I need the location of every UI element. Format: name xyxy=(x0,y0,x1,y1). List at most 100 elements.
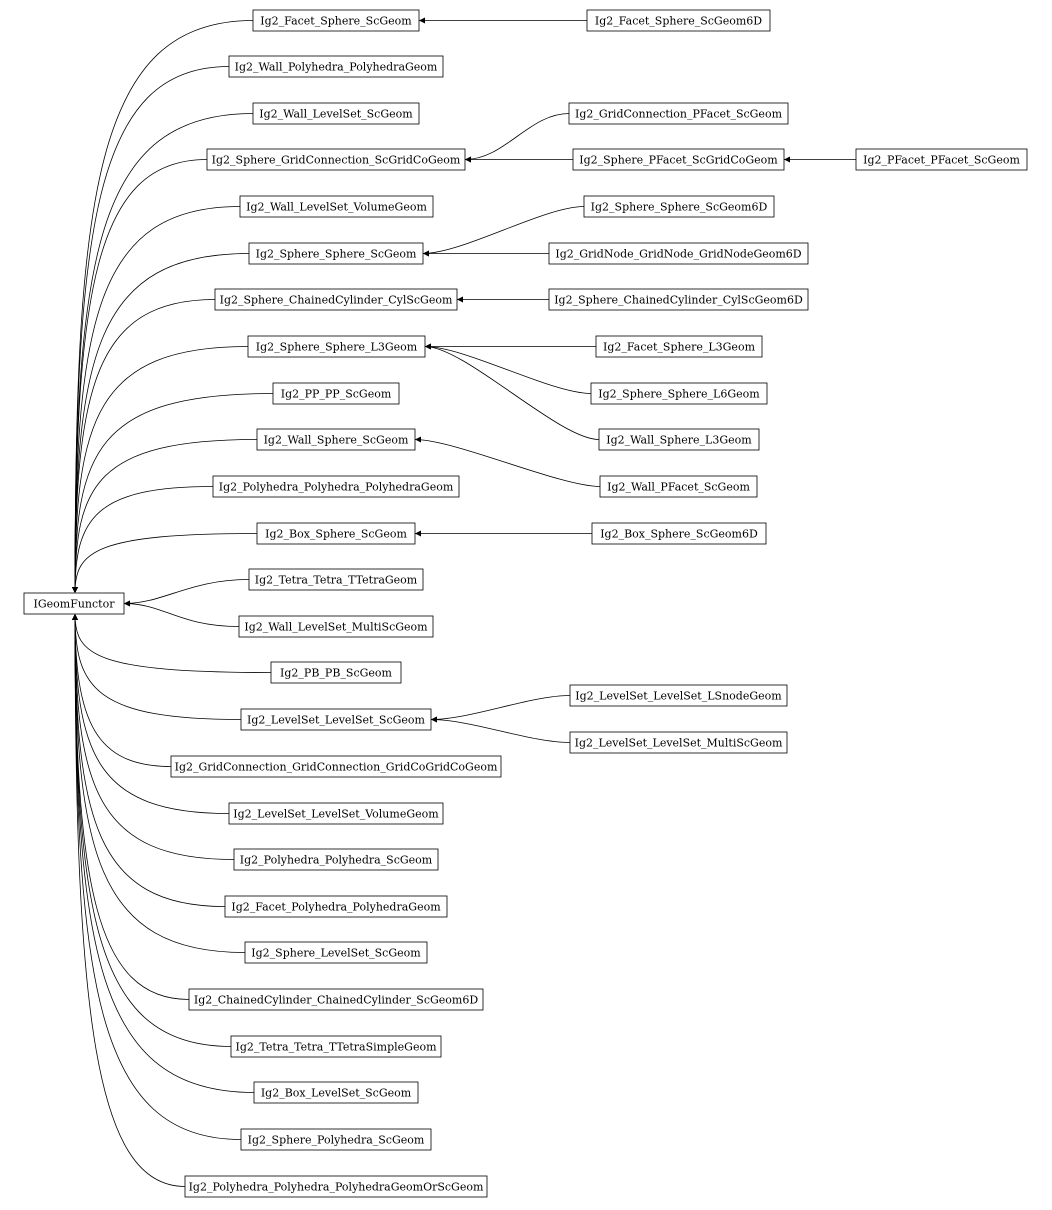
class-node-label: Ig2_Polyhedra_Polyhedra_ScGeom xyxy=(240,854,433,867)
class-node-box xyxy=(240,1128,432,1151)
edge-path xyxy=(72,613,246,953)
class-node-b1[interactable]: Ig2_Facet_Sphere_ScGeom6D xyxy=(586,9,771,32)
class-node-label: Ig2_Polyhedra_Polyhedra_PolyhedraGeom xyxy=(219,481,454,494)
inheritance-edge-a14-to-root xyxy=(123,600,240,627)
class-node-label: Ig2_Sphere_ChainedCylinder_CylScGeom6D xyxy=(554,294,803,307)
class-node-a7[interactable]: Ig2_Sphere_ChainedCylinder_CylScGeom xyxy=(214,288,458,311)
class-node-box xyxy=(548,242,809,265)
class-node-box xyxy=(230,1035,442,1058)
class-node-label: Ig2_Sphere_Sphere_ScGeom6D xyxy=(591,201,768,214)
class-node-label: Ig2_Wall_Polyhedra_PolyhedraGeom xyxy=(235,61,438,74)
class-node-a19[interactable]: Ig2_Polyhedra_Polyhedra_ScGeom xyxy=(233,848,439,871)
class-node-a25[interactable]: Ig2_Sphere_Polyhedra_ScGeom xyxy=(240,1128,432,1151)
class-node-a13[interactable]: Ig2_Tetra_Tetra_TTetraGeom xyxy=(248,568,424,591)
edge-path xyxy=(424,343,592,394)
edge-path xyxy=(72,613,242,1140)
class-node-label: Ig2_Facet_Polyhedra_PolyhedraGeom xyxy=(231,901,441,914)
class-node-box xyxy=(188,988,484,1011)
class-node-b13[interactable]: Ig2_LevelSet_LevelSet_MultiScGeom xyxy=(569,731,788,754)
edge-path xyxy=(72,206,241,594)
class-node-a26[interactable]: Ig2_Polyhedra_Polyhedra_PolyhedraGeomOrS… xyxy=(184,1175,488,1198)
edge-path xyxy=(72,66,230,594)
class-node-box xyxy=(228,802,444,825)
class-node-label: Ig2_Sphere_Sphere_L6Geom xyxy=(598,388,760,401)
class-node-box xyxy=(248,568,424,591)
inheritance-edge-a4-to-root xyxy=(72,159,208,594)
class-node-a20[interactable]: Ig2_Facet_Polyhedra_PolyhedraGeom xyxy=(224,895,448,918)
inheritance-edge-a24-to-root xyxy=(72,613,255,1093)
class-node-a11[interactable]: Ig2_Polyhedra_Polyhedra_PolyhedraGeom xyxy=(212,475,460,498)
class-node-box xyxy=(253,1081,419,1104)
inheritance-edge-a16-to-root xyxy=(72,613,242,720)
class-node-label: Ig2_GridConnection_GridConnection_GridCo… xyxy=(175,761,498,774)
class-node-label: Ig2_Wall_LevelSet_MultiScGeom xyxy=(244,621,428,634)
class-node-label: Ig2_ChainedCylinder_ChainedCylinder_ScGe… xyxy=(194,994,478,1007)
edge-path xyxy=(72,393,274,594)
class-node-b7[interactable]: Ig2_Facet_Sphere_L3Geom xyxy=(595,335,763,358)
class-node-label: Ig2_PP_PP_ScGeom xyxy=(281,388,392,401)
inheritance-edge-a12-to-root xyxy=(72,533,258,594)
inheritance-edge-a5-to-root xyxy=(72,206,241,594)
edge-path xyxy=(123,579,250,607)
edge-path xyxy=(72,439,258,594)
class-node-b9[interactable]: Ig2_Wall_Sphere_L3Geom xyxy=(598,428,760,451)
class-node-a3[interactable]: Ig2_Wall_LevelSet_ScGeom xyxy=(252,102,420,125)
class-node-box xyxy=(595,335,763,358)
class-node-a8[interactable]: Ig2_Sphere_Sphere_L3Geom xyxy=(247,335,426,358)
class-node-label: Ig2_Wall_LevelSet_ScGeom xyxy=(259,108,413,121)
class-node-b10[interactable]: Ig2_Wall_PFacet_ScGeom xyxy=(599,475,758,498)
edge-path xyxy=(72,533,258,594)
inheritance-edge-b8-to-a8 xyxy=(424,343,592,394)
inheritance-edge-a9-to-root xyxy=(72,393,274,594)
class-node-a1[interactable]: Ig2_Facet_Sphere_ScGeom xyxy=(252,9,420,32)
class-node-label: Ig2_PB_PB_ScGeom xyxy=(280,667,392,680)
class-node-b3[interactable]: Ig2_Sphere_PFacet_ScGridCoGeom xyxy=(572,148,785,171)
class-node-label: Ig2_Tetra_Tetra_TTetraSimpleGeom xyxy=(235,1041,437,1054)
class-node-b8[interactable]: Ig2_Sphere_Sphere_L6Geom xyxy=(590,382,768,405)
class-node-a12[interactable]: Ig2_Box_Sphere_ScGeom xyxy=(256,522,416,545)
class-node-a2[interactable]: Ig2_Wall_Polyhedra_PolyhedraGeom xyxy=(228,55,444,78)
class-node-a4[interactable]: Ig2_Sphere_GridConnection_ScGridCoGeom xyxy=(206,148,466,171)
class-node-a5[interactable]: Ig2_Wall_LevelSet_VolumeGeom xyxy=(239,195,434,218)
class-node-a9[interactable]: Ig2_PP_PP_ScGeom xyxy=(272,382,400,405)
class-node-a10[interactable]: Ig2_Wall_Sphere_ScGeom xyxy=(256,428,416,451)
class-node-label: Ig2_Tetra_Tetra_TTetraGeom xyxy=(255,574,418,587)
class-node-a22[interactable]: Ig2_ChainedCylinder_ChainedCylinder_ScGe… xyxy=(188,988,484,1011)
class-node-box xyxy=(598,428,760,451)
class-node-box xyxy=(170,755,502,778)
class-node-label: Ig2_Polyhedra_Polyhedra_PolyhedraGeomOrS… xyxy=(189,1181,484,1194)
class-node-root[interactable]: IGeomFunctor xyxy=(23,592,125,615)
class-node-b2[interactable]: Ig2_GridConnection_PFacet_ScGeom xyxy=(568,102,789,125)
inheritance-edge-a18-to-root xyxy=(72,613,230,814)
class-node-box xyxy=(256,428,416,451)
class-node-c1[interactable]: Ig2_PFacet_PFacet_ScGeom xyxy=(855,148,1028,171)
class-node-b6[interactable]: Ig2_Sphere_ChainedCylinder_CylScGeom6D xyxy=(548,288,809,311)
class-node-a15[interactable]: Ig2_PB_PB_ScGeom xyxy=(270,661,402,684)
class-node-a21[interactable]: Ig2_Sphere_LevelSet_ScGeom xyxy=(244,941,428,964)
class-node-label: Ig2_Sphere_ChainedCylinder_CylScGeom xyxy=(220,294,453,307)
class-node-a6[interactable]: Ig2_Sphere_Sphere_ScGeom xyxy=(248,242,424,265)
edge-path xyxy=(422,206,585,257)
edge-path xyxy=(430,716,571,743)
inheritance-edge-a26-to-root xyxy=(72,613,186,1187)
edge-path xyxy=(72,486,214,594)
class-node-a17[interactable]: Ig2_GridConnection_GridConnection_GridCo… xyxy=(170,755,502,778)
class-node-box xyxy=(206,148,466,171)
class-node-label: Ig2_LevelSet_LevelSet_LSnodeGeom xyxy=(575,690,782,703)
class-node-b4[interactable]: Ig2_Sphere_Sphere_ScGeom6D xyxy=(583,195,775,218)
class-node-b12[interactable]: Ig2_LevelSet_LevelSet_LSnodeGeom xyxy=(569,684,788,707)
nodes-layer: IGeomFunctor Ig2_Facet_Sphere_ScGeomIg2_W… xyxy=(23,9,1028,1198)
inheritance-edge-b12-to-a16 xyxy=(430,695,571,723)
class-node-b5[interactable]: Ig2_GridNode_GridNode_GridNodeGeom6D xyxy=(548,242,809,265)
edge-path xyxy=(72,613,235,860)
edge-path xyxy=(123,600,240,627)
class-node-b11[interactable]: Ig2_Box_Sphere_ScGeom6D xyxy=(591,522,767,545)
class-node-a18[interactable]: Ig2_LevelSet_LevelSet_VolumeGeom xyxy=(228,802,444,825)
class-node-a14[interactable]: Ig2_Wall_LevelSet_MultiScGeom xyxy=(238,615,434,638)
inheritance-edge-a8-to-root xyxy=(72,346,249,594)
edge-path xyxy=(72,613,272,673)
edge-path xyxy=(72,113,254,594)
class-node-a23[interactable]: Ig2_Tetra_Tetra_TTetraSimpleGeom xyxy=(230,1035,442,1058)
class-node-a16[interactable]: Ig2_LevelSet_LevelSet_ScGeom xyxy=(240,708,432,731)
class-node-a24[interactable]: Ig2_Box_LevelSet_ScGeom xyxy=(253,1081,419,1104)
